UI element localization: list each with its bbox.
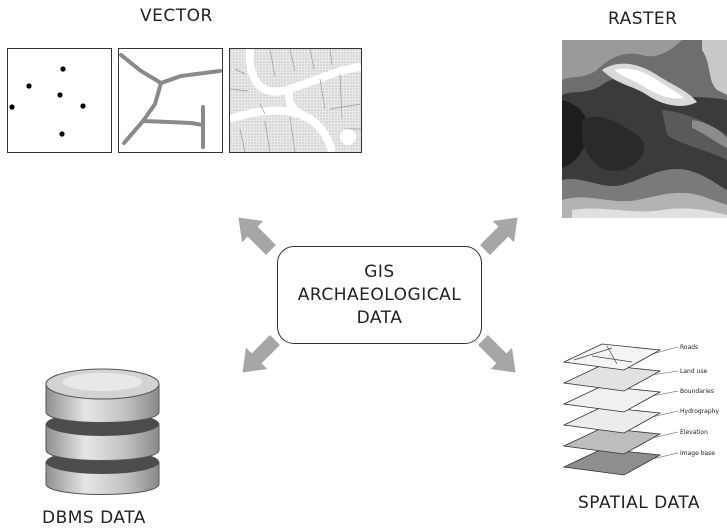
raster-image xyxy=(562,40,727,218)
map-layer xyxy=(562,448,662,476)
layer-label-image-base: Image base xyxy=(680,450,715,457)
layer-leader-line xyxy=(651,346,679,355)
vector-polygons-graphic xyxy=(230,49,361,152)
roads-detail xyxy=(573,345,633,365)
spatial-label: SPATIAL DATA xyxy=(578,493,700,513)
vector-polygons-panel xyxy=(229,48,362,153)
vector-label: VECTOR xyxy=(140,6,213,26)
center-line-3: DATA xyxy=(356,307,403,328)
arrow-to-raster xyxy=(474,206,529,261)
arrow-to-spatial xyxy=(472,329,527,384)
layer-leader-line xyxy=(651,431,679,439)
layer-leader-line xyxy=(651,390,679,397)
raster-label: RASTER xyxy=(608,9,678,29)
layer-leader-line xyxy=(651,452,679,460)
map-layer xyxy=(562,364,662,392)
center-line-2: ARCHAEOLOGICAL xyxy=(297,284,462,305)
vector-points-panel xyxy=(7,48,112,153)
layer-label-elevation: Elevation xyxy=(680,429,708,436)
layer-label-boundaries: Boundaries xyxy=(680,388,714,395)
center-line-1: GIS xyxy=(364,261,395,282)
map-layer xyxy=(562,343,662,371)
layer-label-roads: Roads xyxy=(680,344,698,351)
dbms-label: DBMS DATA xyxy=(42,508,146,528)
arrow-to-vector xyxy=(227,206,282,261)
vector-points-graphic xyxy=(9,66,86,137)
map-layer xyxy=(562,385,662,413)
map-layer xyxy=(562,406,662,434)
arrow-to-dbms xyxy=(231,329,286,384)
layer-label-hydrography: Hydrography xyxy=(680,408,719,415)
raster-graphic xyxy=(562,40,727,218)
layer-leader-line xyxy=(651,370,679,376)
layer-leader-line xyxy=(651,410,679,418)
gis-archaeological-data-box: GIS ARCHAEOLOGICAL DATA xyxy=(277,246,482,344)
spatial-layers-stack: Roads Land use Boundaries Hydrography El… xyxy=(562,334,727,484)
database-icon xyxy=(40,362,165,504)
map-layer xyxy=(562,427,662,455)
layer-label-land-use: Land use xyxy=(680,368,707,375)
vector-lines-graphic xyxy=(119,53,222,149)
vector-lines-panel xyxy=(118,48,223,153)
